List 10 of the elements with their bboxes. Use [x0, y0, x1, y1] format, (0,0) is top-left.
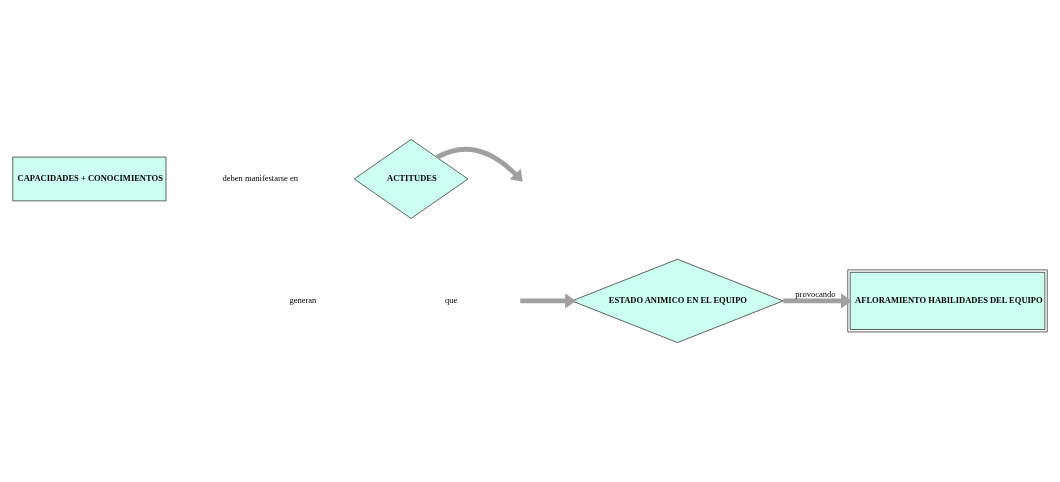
node-diamond: ACTITUDES: [353, 139, 469, 219]
node-box: CAPACIDADES + CONOCIMIENTOS: [12, 156, 167, 202]
label: que: [445, 295, 458, 306]
arrow: [520, 293, 577, 309]
edge-label: provocando: [795, 288, 836, 299]
arrow: [435, 146, 523, 182]
arrow: [783, 293, 852, 309]
label: generan: [289, 295, 317, 306]
node-diamond: ESTADO ANIMICO EN EL EQUIPO: [571, 258, 784, 343]
label: deben manifestarse en: [222, 173, 299, 184]
